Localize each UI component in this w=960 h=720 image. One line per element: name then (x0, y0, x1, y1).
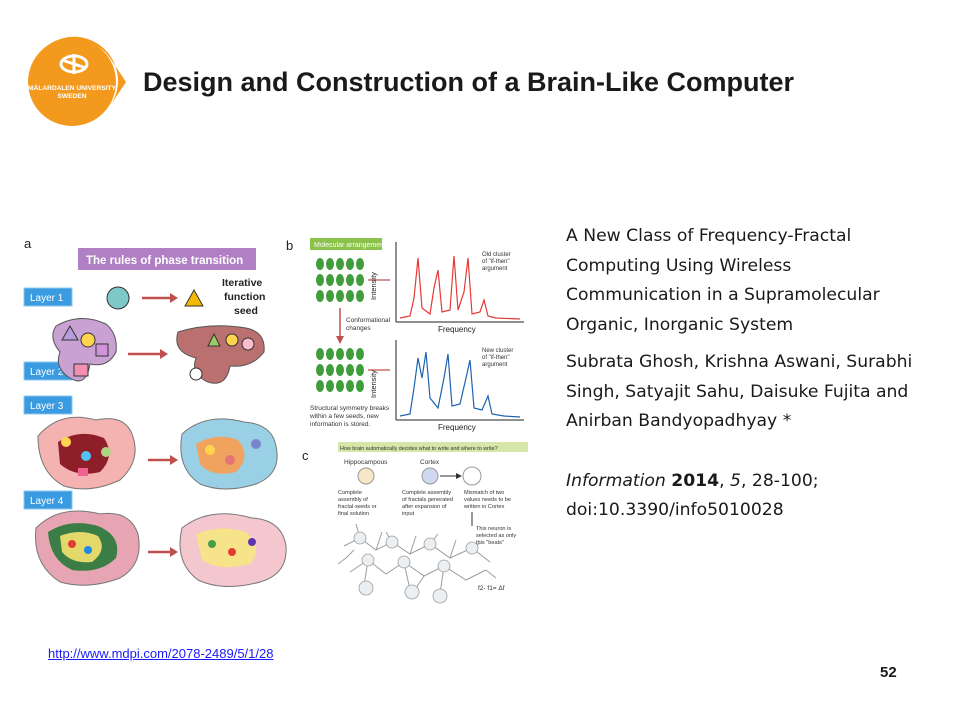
logo-emblem-icon (59, 54, 89, 74)
panel-b: b Molecular arrangement Conformational c… (286, 238, 524, 432)
top-note-1: Old cluster (482, 252, 511, 258)
citation-volume: 5 (730, 470, 741, 491)
citation-sep: , (719, 470, 731, 491)
citation-journal: Information (566, 470, 666, 491)
neuron-text-1: This neuron is (476, 526, 511, 532)
panel-b-caption-2: within a few seeds, new (309, 413, 379, 420)
col2-title: Cortex (420, 459, 440, 466)
panel-a-header-text: The rules of phase transition (86, 255, 243, 267)
top-note-3: argument (482, 266, 508, 272)
neuron-text-2: selected as only (476, 533, 516, 539)
col3-text-2: values needs to be (464, 497, 511, 503)
panel-b-header: Molecular arrangement (314, 242, 386, 249)
top-xlabel: Frequency (438, 325, 476, 334)
col2-text-3: after expansion of (402, 504, 447, 510)
formula: f2- f1= Δf (478, 585, 505, 592)
change-label-1: Conformational (346, 317, 391, 324)
layer-4-label: Layer 4 (30, 496, 64, 507)
slide-title: Design and Construction of a Brain-Like … (143, 67, 795, 97)
paper-figure: a The rules of phase transition Layer 1 … (23, 236, 528, 604)
col3-text-3: written in Cortex (463, 504, 505, 510)
panel-a-letter: a (24, 236, 32, 251)
bottom-note-1: New cluster (482, 348, 513, 354)
panel-c: c How brain automatically decides what t… (302, 442, 528, 604)
col1-text-2: assembly of (338, 497, 368, 503)
col1-title: Hippocampous (344, 459, 388, 466)
neuron-text-3: this "beats" (476, 540, 504, 546)
paper-authors: Subrata Ghosh, Krishna Aswani, Surabhi S… (566, 352, 913, 431)
panel-c-letter: c (302, 448, 309, 463)
citation-year: 2014 (671, 470, 720, 491)
paper-citation: Information 2014, 5, 28-100; doi:10.3390… (566, 467, 926, 526)
logo-text-line2: SWEDEN (58, 93, 87, 100)
layer-2-label: Layer 2 (30, 367, 64, 378)
col1-text-4: final solution (338, 511, 369, 517)
col3-text-1: Mismatch of two (464, 490, 504, 496)
top-note-2: of "if-then" (482, 259, 510, 265)
seed-label-3: seed (234, 305, 258, 317)
panel-a-header (78, 248, 256, 270)
bottom-note-2: of "if-then" (482, 355, 510, 361)
paper-title: A New Class of Frequency-Fractal Computi… (566, 226, 880, 335)
col2-text-1: Complete assembly (402, 490, 451, 496)
logo-text-line1: MÄLARDALEN UNIVERSITY (28, 84, 117, 92)
paper-reference: A New Class of Frequency-Fractal Computi… (566, 222, 926, 526)
col2-text-4: input (402, 511, 415, 517)
source-link[interactable]: http://www.mdpi.com/2078-2489/5/1/28 (48, 646, 274, 661)
seed-label-1: Iterative (222, 277, 262, 289)
panel-c-header: How brain automatically decides what to … (340, 446, 498, 452)
panel-b-caption-1: Structural symmetry breaks (310, 405, 390, 412)
top-ylabel: Intensity (369, 272, 378, 300)
page-number: 52 (880, 664, 897, 681)
citation-doi: doi:10.3390/info5010028 (566, 500, 784, 520)
panel-a: a The rules of phase transition Layer 1 … (23, 236, 287, 588)
col1-text-3: fractal-seeds or (338, 504, 377, 510)
panel-b-letter: b (286, 238, 293, 253)
bottom-note-3: argument (482, 362, 508, 368)
layer-3-label: Layer 3 (30, 401, 64, 412)
citation-pages: , 28-100; (740, 470, 819, 491)
layer-1-label: Layer 1 (30, 293, 64, 304)
col1-text-1: Complete (338, 490, 362, 496)
col2-text-2: of fractals generated (402, 497, 453, 503)
panel-b-caption-3: information is stored. (310, 421, 371, 428)
seed-label-2: function (224, 291, 265, 303)
university-logo: MÄLARDALEN UNIVERSITY SWEDEN (28, 36, 126, 126)
bottom-ylabel: Intensity (369, 370, 378, 398)
change-label-2: changes (346, 325, 371, 332)
bottom-xlabel: Frequency (438, 423, 476, 432)
